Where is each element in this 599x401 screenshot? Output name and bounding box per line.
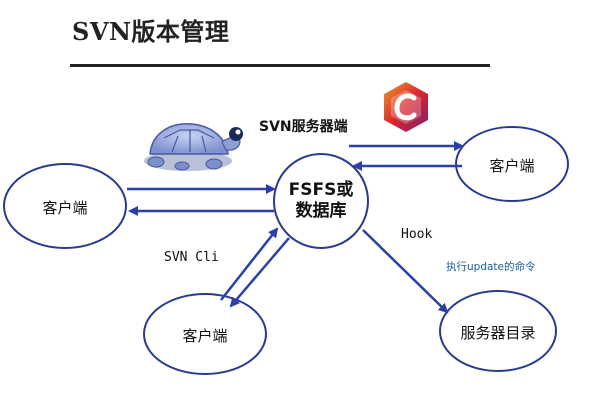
- server-dir-node: [439, 290, 557, 372]
- center-node-line2: 数据库: [295, 201, 347, 221]
- client-right-node: [455, 126, 569, 202]
- tortoise-icon: [144, 123, 243, 171]
- client-right-label: 客户端: [489, 157, 535, 175]
- hook-label: Hook: [401, 227, 433, 242]
- client-bottom-label: 客户端: [182, 327, 228, 345]
- client-left-label: 客户端: [42, 199, 88, 217]
- center-node: [273, 153, 369, 249]
- client-left-node: [3, 163, 127, 249]
- server-label: SVN服务器端: [259, 119, 348, 135]
- arrow-bottom-to-center: [220, 227, 279, 301]
- arrow-center-to-server-dir: [362, 229, 449, 314]
- update-command-label: 执行update的命令: [446, 261, 536, 273]
- page-title: SVN版本管理: [72, 17, 230, 46]
- c-logo-icon: [384, 82, 428, 132]
- arrow-center-to-bottom: [229, 237, 290, 308]
- svn-cli-label: SVN Cli: [164, 250, 219, 265]
- center-node-label: FSFS或 数据库: [274, 180, 368, 222]
- server-dir-label: 服务器目录: [460, 324, 536, 342]
- center-node-line1: FSFS或: [288, 180, 354, 200]
- client-bottom-node: [143, 293, 267, 375]
- title-divider: [70, 64, 490, 67]
